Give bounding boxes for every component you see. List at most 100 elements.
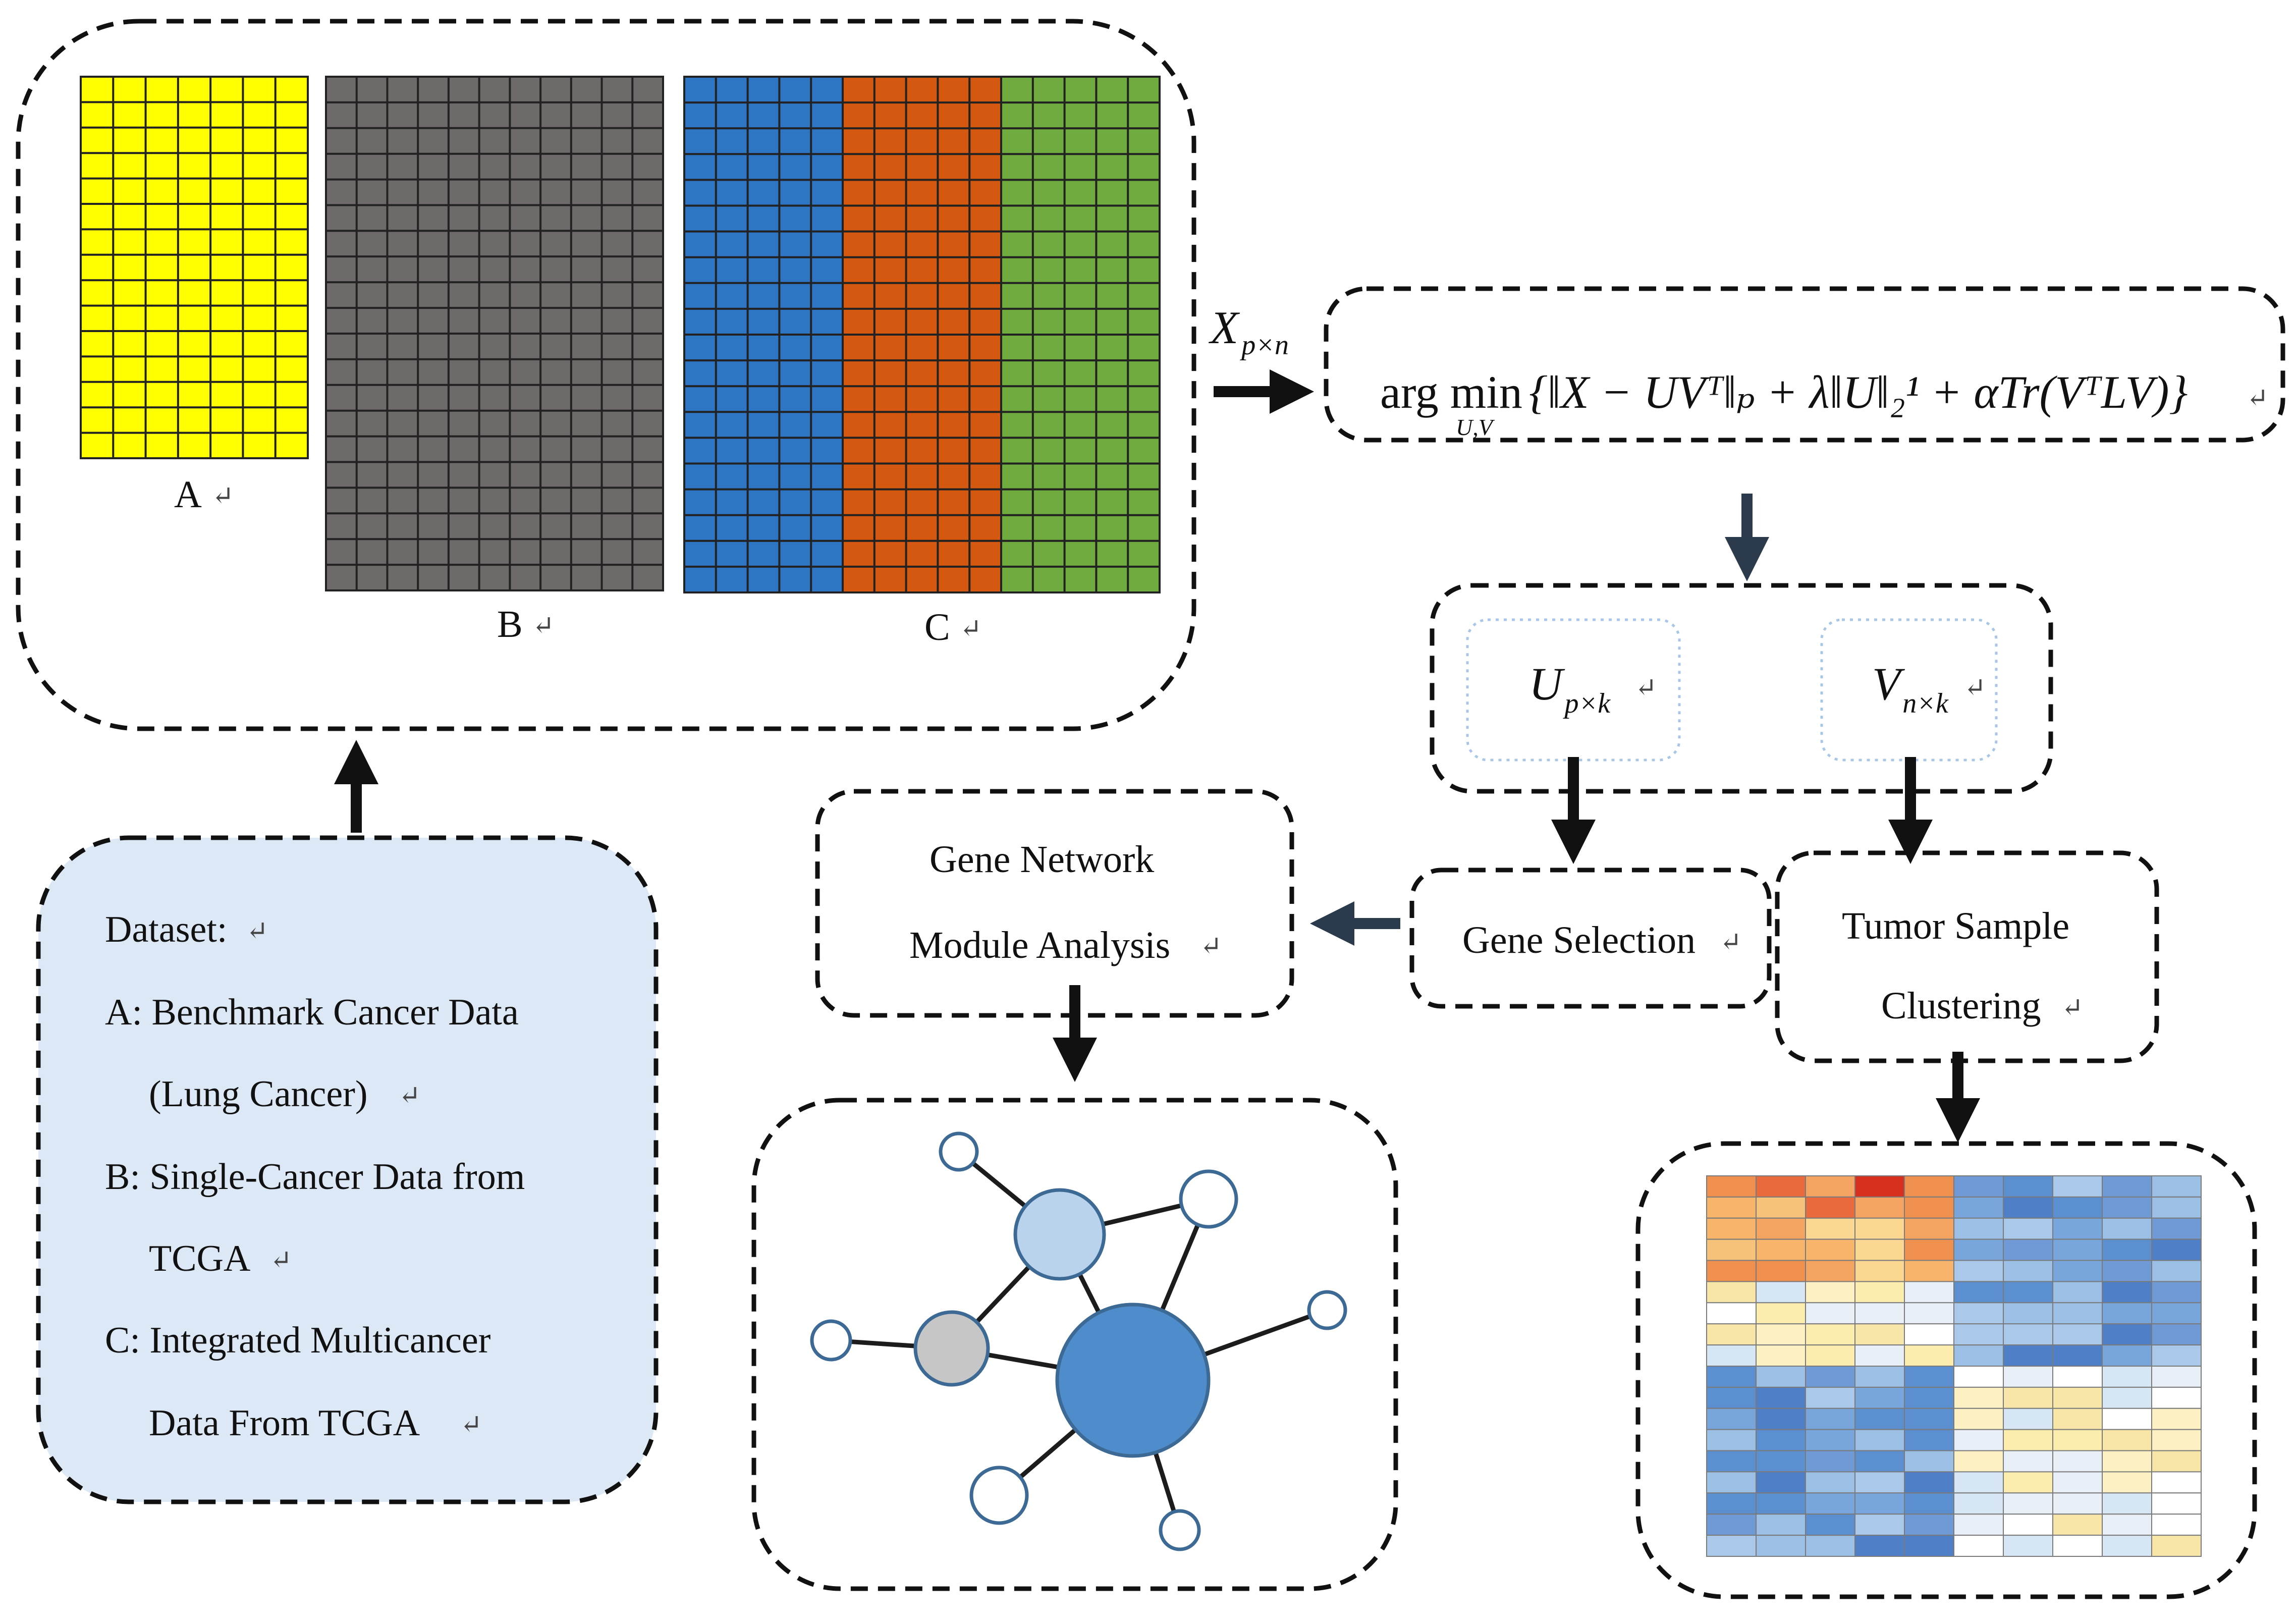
heatmap-cell — [1854, 1175, 1905, 1198]
heatmap-cell — [1953, 1217, 2004, 1240]
heatmap-cell — [1904, 1450, 1954, 1473]
heatmap-cell — [1904, 1429, 1954, 1451]
heatmap-cell — [2151, 1175, 2202, 1198]
heatmap-cell — [1953, 1344, 2004, 1367]
heatmap-cell — [1706, 1323, 1757, 1346]
network-small-node — [810, 1319, 852, 1362]
heatmap-cell — [1854, 1281, 1905, 1304]
heatmap-cell — [2102, 1196, 2152, 1219]
heatmap-cell — [1706, 1408, 1757, 1430]
heatmap-cell — [1854, 1302, 1905, 1325]
heatmap-cell — [2102, 1429, 2152, 1451]
dataset-title-return-mark: ↵ — [246, 917, 268, 946]
objective-function-box — [1324, 286, 2285, 443]
heatmap-cell — [1805, 1217, 1855, 1240]
heatmap-cell — [1904, 1513, 1954, 1536]
heatmap-cell — [1904, 1344, 1954, 1367]
heatmap-cell — [1805, 1366, 1855, 1388]
heatmap-cell — [1805, 1386, 1855, 1409]
heatmap-cell — [1805, 1344, 1855, 1367]
heatmap-cell — [1854, 1471, 1905, 1494]
heatmap-cell — [2151, 1366, 2202, 1388]
heatmap-cell — [1805, 1238, 1855, 1261]
heatmap-cell — [2003, 1281, 2053, 1304]
heatmap-cell — [1805, 1196, 1855, 1219]
heatmap-cell — [1805, 1429, 1855, 1451]
dataset-line-6-return-mark: ↵ — [460, 1411, 482, 1439]
heatmap-cell — [2151, 1196, 2202, 1219]
heatmap-cell — [2003, 1344, 2053, 1367]
heatmap-cell — [1904, 1535, 1954, 1557]
heatmap-cell — [2052, 1344, 2103, 1367]
gene-network-label-line-2: Module Analysis — [909, 924, 1170, 966]
heatmap-cell — [1706, 1175, 1757, 1198]
heatmap-cell — [2003, 1408, 2053, 1430]
heatmap-cell — [1706, 1429, 1757, 1451]
heatmap-cell — [2052, 1408, 2103, 1430]
heatmap-cell — [1953, 1302, 2004, 1325]
matrix-a — [80, 76, 309, 459]
heatmap-cell — [2151, 1217, 2202, 1240]
heatmap-cell — [1706, 1366, 1757, 1388]
heatmap-cell — [2151, 1386, 2202, 1409]
heatmap-cell — [1904, 1492, 1954, 1515]
heatmap-cell — [2151, 1429, 2202, 1451]
heatmap-cell — [1904, 1217, 1954, 1240]
heatmap-cell — [2102, 1323, 2152, 1346]
heatmap-cell — [2151, 1471, 2202, 1494]
heatmap-cell — [1953, 1281, 2004, 1304]
heatmap-cell — [1805, 1175, 1855, 1198]
heatmap-cell — [1706, 1344, 1757, 1367]
network-graph-box — [751, 1098, 1398, 1591]
heatmap-cell — [1904, 1281, 1954, 1304]
heatmap-cell — [1756, 1323, 1806, 1346]
dataset-line-1: A: Benchmark Cancer Data — [105, 992, 519, 1033]
heatmap-cell — [2003, 1323, 2053, 1346]
heatmap-cell — [2151, 1260, 2202, 1282]
heatmap-cell — [2052, 1386, 2103, 1409]
heatmap-cell — [1805, 1408, 1855, 1430]
objective-return-mark: ↵ — [2247, 384, 2269, 413]
heatmap-cell — [1756, 1238, 1806, 1261]
heatmap-cell — [1953, 1471, 2004, 1494]
heatmap-cell — [1756, 1492, 1806, 1515]
heatmap-cell — [1953, 1386, 2004, 1409]
heatmap-cell — [2003, 1302, 2053, 1325]
factor-matrices-box — [1430, 583, 2053, 794]
gene-selection-return-mark: ↵ — [1720, 928, 1742, 957]
heatmap-cell — [1706, 1238, 1757, 1261]
u-factor-symbol: Up×k — [1529, 658, 1611, 719]
dataset-title: Dataset: — [105, 909, 227, 950]
heatmap-cell — [1706, 1513, 1757, 1536]
heatmap-cell — [2052, 1260, 2103, 1282]
heatmap-cell — [1706, 1281, 1757, 1304]
heatmap-cell — [2102, 1217, 2152, 1240]
heatmap-cell — [1756, 1366, 1806, 1388]
heatmap-cell — [2052, 1492, 2103, 1515]
heatmap-cell — [1904, 1408, 1954, 1430]
matrix-b — [325, 76, 664, 591]
heatmap-cell — [2052, 1238, 2103, 1261]
heatmap-cell — [2003, 1217, 2053, 1240]
network-small-node — [939, 1131, 979, 1172]
heatmap-cell — [1805, 1450, 1855, 1473]
clustering-heatmap — [1706, 1175, 2202, 1557]
dataset-line-4-return-mark: ↵ — [270, 1246, 292, 1275]
heatmap-cell — [1706, 1535, 1757, 1557]
heatmap-cell — [2052, 1471, 2103, 1494]
heatmap-cell — [1805, 1323, 1855, 1346]
heatmap-cell — [1805, 1281, 1855, 1304]
heatmap-cell — [1953, 1492, 2004, 1515]
heatmap-cell — [1805, 1535, 1855, 1557]
heatmap-cell — [1756, 1175, 1806, 1198]
heatmap-cell — [2052, 1323, 2103, 1346]
heatmap-cell — [1953, 1429, 2004, 1451]
heatmap-cell — [2003, 1513, 2053, 1536]
heatmap-cell — [2003, 1238, 2053, 1261]
dataset-line-2: (Lung Cancer) — [149, 1073, 368, 1115]
heatmap-cell — [1706, 1492, 1757, 1515]
heatmap-cell — [1756, 1344, 1806, 1367]
heatmap-cell — [1904, 1175, 1954, 1198]
heatmap-cell — [1854, 1196, 1905, 1219]
